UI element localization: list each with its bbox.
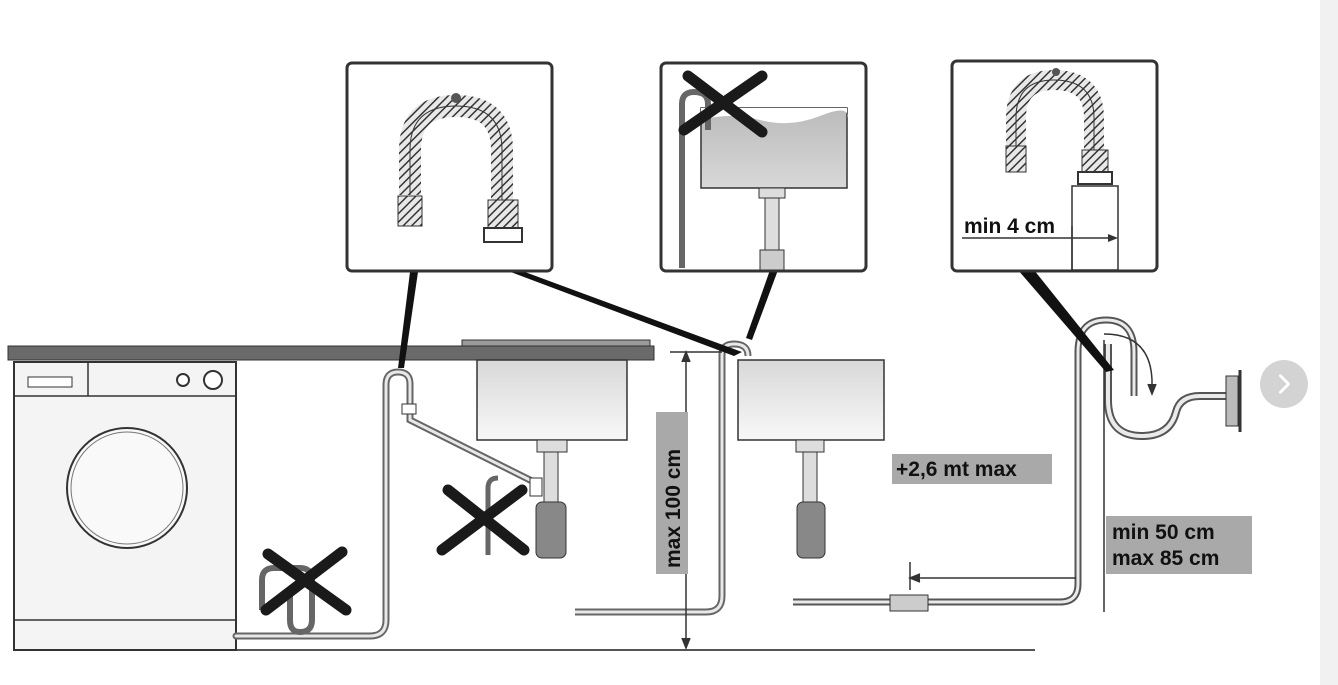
hose-connector: [889, 594, 929, 612]
wall-flange: [1225, 375, 1239, 427]
height-min-label: min 50 cm: [1112, 521, 1215, 544]
extension-label: +2,6 mt max: [896, 458, 1017, 481]
wrong-cross-icon: [436, 484, 530, 556]
control-knob: [203, 370, 223, 390]
inset-min-gap: min 4 cm: [950, 59, 1159, 273]
wrong-cross-icon: [260, 546, 352, 616]
scroll-strip: [1320, 0, 1338, 685]
wall-trap: [1104, 344, 1226, 441]
dimension-extension: [907, 562, 1076, 590]
height-max-label: max 85 cm: [1112, 547, 1219, 570]
siphon-bottle: [535, 501, 567, 559]
countertop: [7, 345, 655, 361]
min-gap-label: min 4 cm: [964, 215, 1055, 238]
detergent-drawer: [27, 376, 73, 388]
inset-correct-hook: [345, 61, 554, 273]
inset-wrong-submerged: [659, 61, 868, 273]
hose-clamp: [401, 403, 417, 415]
wrong-cross-icon: [678, 70, 768, 138]
siphon-bottle: [796, 501, 826, 559]
wrong-siphon-hose: [485, 475, 499, 555]
machine-door: [66, 427, 188, 549]
washing-machine: [13, 361, 237, 651]
max-height-label: max 100 cm: [662, 449, 685, 568]
sink: [461, 339, 651, 559]
next-button[interactable]: [1260, 360, 1308, 408]
callout-pointers: [398, 268, 1114, 372]
control-knob: [176, 373, 190, 387]
sink-2: [737, 359, 885, 559]
chevron-right-icon: [1278, 374, 1290, 394]
